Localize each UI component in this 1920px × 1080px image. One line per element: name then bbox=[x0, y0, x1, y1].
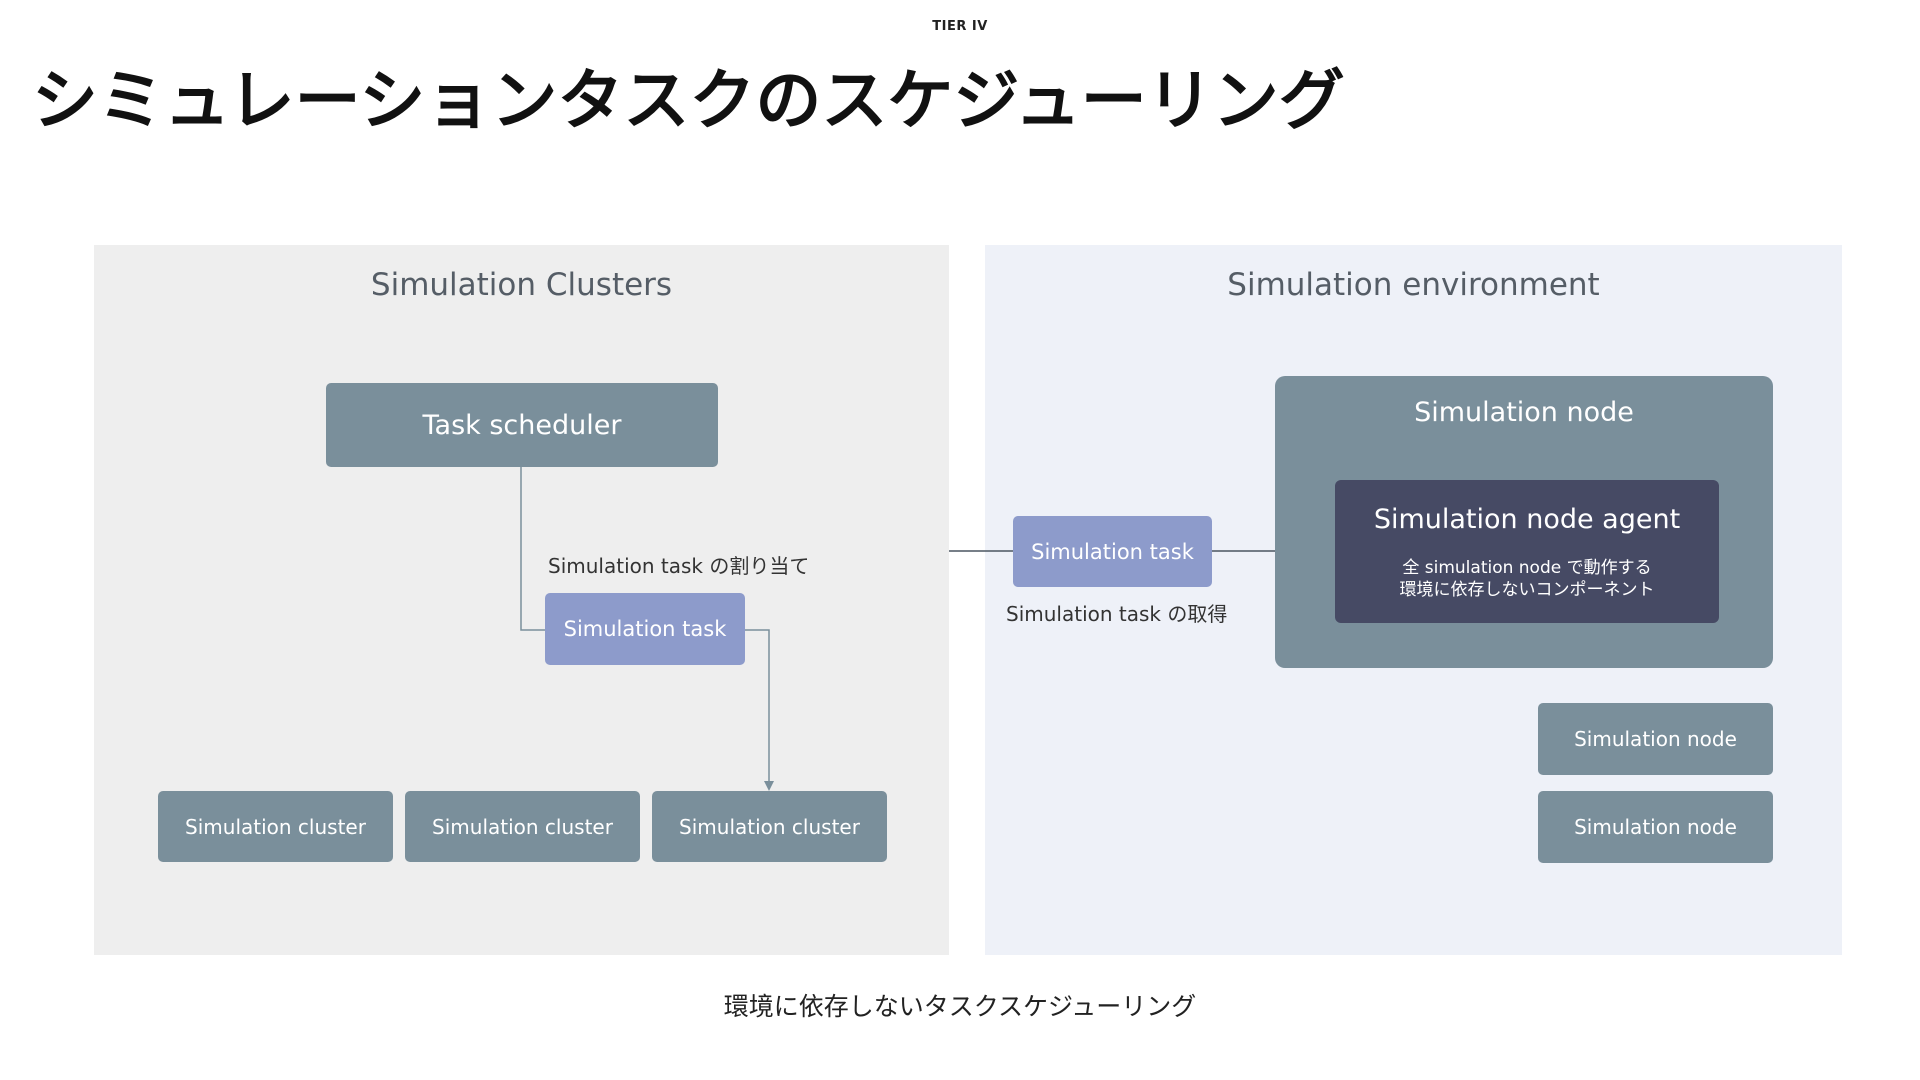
fetched-simulation-task-box: Simulation task bbox=[1013, 516, 1212, 587]
agent-description-line-2: 環境に依存しないコンポーネント bbox=[1399, 580, 1655, 600]
brand-logo-text: TIER IV bbox=[932, 19, 988, 34]
task-fetch-label: Simulation task の取得 bbox=[1006, 602, 1228, 626]
simulation-clusters-title: Simulation Clusters bbox=[370, 267, 673, 303]
scheduler-to-task-line bbox=[520, 467, 545, 631]
cluster-arrowhead bbox=[764, 781, 774, 791]
page-title: シミュレーションタスクのスケジューリング bbox=[32, 62, 1345, 139]
simulation-node-agent-title: Simulation node agent bbox=[1373, 504, 1681, 535]
assigned-simulation-task-box: Simulation task bbox=[545, 593, 745, 665]
simulation-cluster-box-2: Simulation cluster bbox=[405, 791, 640, 862]
simulation-cluster-box-3: Simulation cluster bbox=[652, 791, 887, 862]
diagram-caption: 環境に依存しないタスクスケジューリング bbox=[723, 992, 1197, 1021]
simulation-environment-title: Simulation environment bbox=[1227, 267, 1600, 303]
agent-description-line-1: 全 simulation node で動作する bbox=[1402, 558, 1652, 578]
simulation-node-title: Simulation node bbox=[1414, 397, 1634, 428]
task-assignment-label: Simulation task の割り当て bbox=[548, 554, 810, 578]
simulation-node-box-3: Simulation node bbox=[1538, 791, 1773, 863]
simulation-node-agent-box bbox=[1335, 480, 1719, 623]
simulation-node-box-2: Simulation node bbox=[1538, 703, 1773, 775]
task-to-cluster-line bbox=[745, 629, 770, 783]
simulation-cluster-box-1: Simulation cluster bbox=[158, 791, 393, 862]
task-scheduler-box: Task scheduler bbox=[326, 383, 718, 467]
